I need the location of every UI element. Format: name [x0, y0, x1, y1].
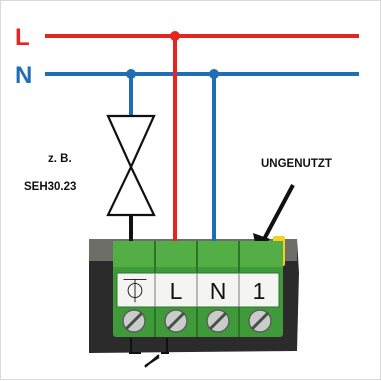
valve-label-line2: SEH30.23 [24, 181, 76, 193]
terminal-label-valve: ⏁ [124, 278, 147, 304]
bus-label-n: N [15, 62, 32, 89]
valve-label-line1: z. B. [48, 153, 72, 165]
terminal-screw [122, 309, 146, 333]
junction-dot-n-valve [126, 69, 136, 79]
terminal-screw [248, 309, 272, 333]
terminal-label-l: L [170, 278, 183, 304]
valve-symbol-icon [106, 114, 156, 217]
terminal-screw [206, 309, 230, 333]
junction-dot-n-terminal [209, 69, 219, 79]
junction-dot-l [170, 31, 180, 41]
terminal-screw [164, 309, 188, 333]
terminal-label-n: N [210, 278, 227, 304]
unused-label: UNGENUTZT [261, 158, 332, 170]
terminal-block: ⏁ L N 1 [113, 241, 283, 337]
terminal-label-strip [116, 272, 280, 308]
switch-contact-icon [129, 352, 169, 368]
unused-arrow-shaft [260, 184, 295, 244]
terminal-label-1: 1 [253, 278, 266, 304]
bus-label-l: L [15, 24, 30, 51]
